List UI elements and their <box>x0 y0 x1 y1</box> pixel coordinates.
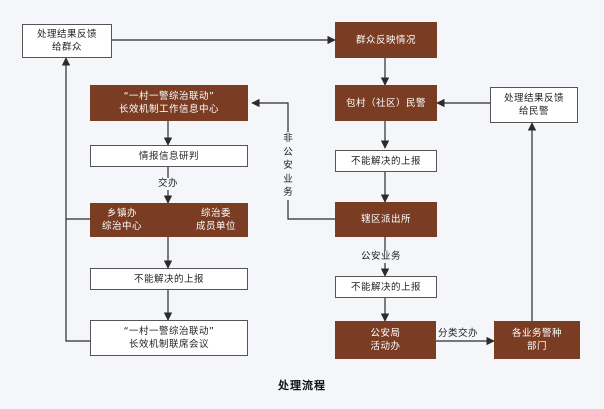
node-township-center: 乡镇办 综治中心 <box>102 208 143 232</box>
diagram-caption: 处理流程 <box>278 379 326 392</box>
node-unsolved-1: 不能解决的上报 <box>335 150 437 172</box>
node-police: 包村（社区）民警 <box>335 85 437 121</box>
label-classify-assign: 分类交办 <box>438 328 479 339</box>
node-unsolved-2: 不能解决的上报 <box>335 276 437 298</box>
arrow-meeting-to-feedback <box>61 57 90 342</box>
node-township-committee: 乡镇办 综治中心 综治委 成员单位 <box>90 203 248 237</box>
node-joint-meeting: “一村一警综治联动” 长效机制联席会议 <box>90 320 248 356</box>
node-feedback-police: 处理结果反馈 给民警 <box>490 87 578 123</box>
node-station: 辖区派出所 <box>335 202 437 237</box>
node-info-center: “一村一警综治联动” 长效机制工作信息中心 <box>90 85 248 121</box>
node-police-depts: 各业务警种 部门 <box>494 321 580 359</box>
label-assign: 交办 <box>156 178 181 190</box>
node-security-office: 公安局 活动办 <box>335 321 436 359</box>
label-police-business: 公安业务 <box>359 251 404 263</box>
node-feedback-public: 处理结果反馈 给群众 <box>22 24 112 58</box>
label-non-police: 非公安业务 <box>282 132 294 200</box>
node-committee-units: 综治委 成员单位 <box>195 208 236 232</box>
node-info-research: 情报信息研判 <box>90 145 248 167</box>
node-public-report: 群众反映情况 <box>335 22 437 58</box>
node-unsolved-left: 不能解决的上报 <box>90 268 248 290</box>
